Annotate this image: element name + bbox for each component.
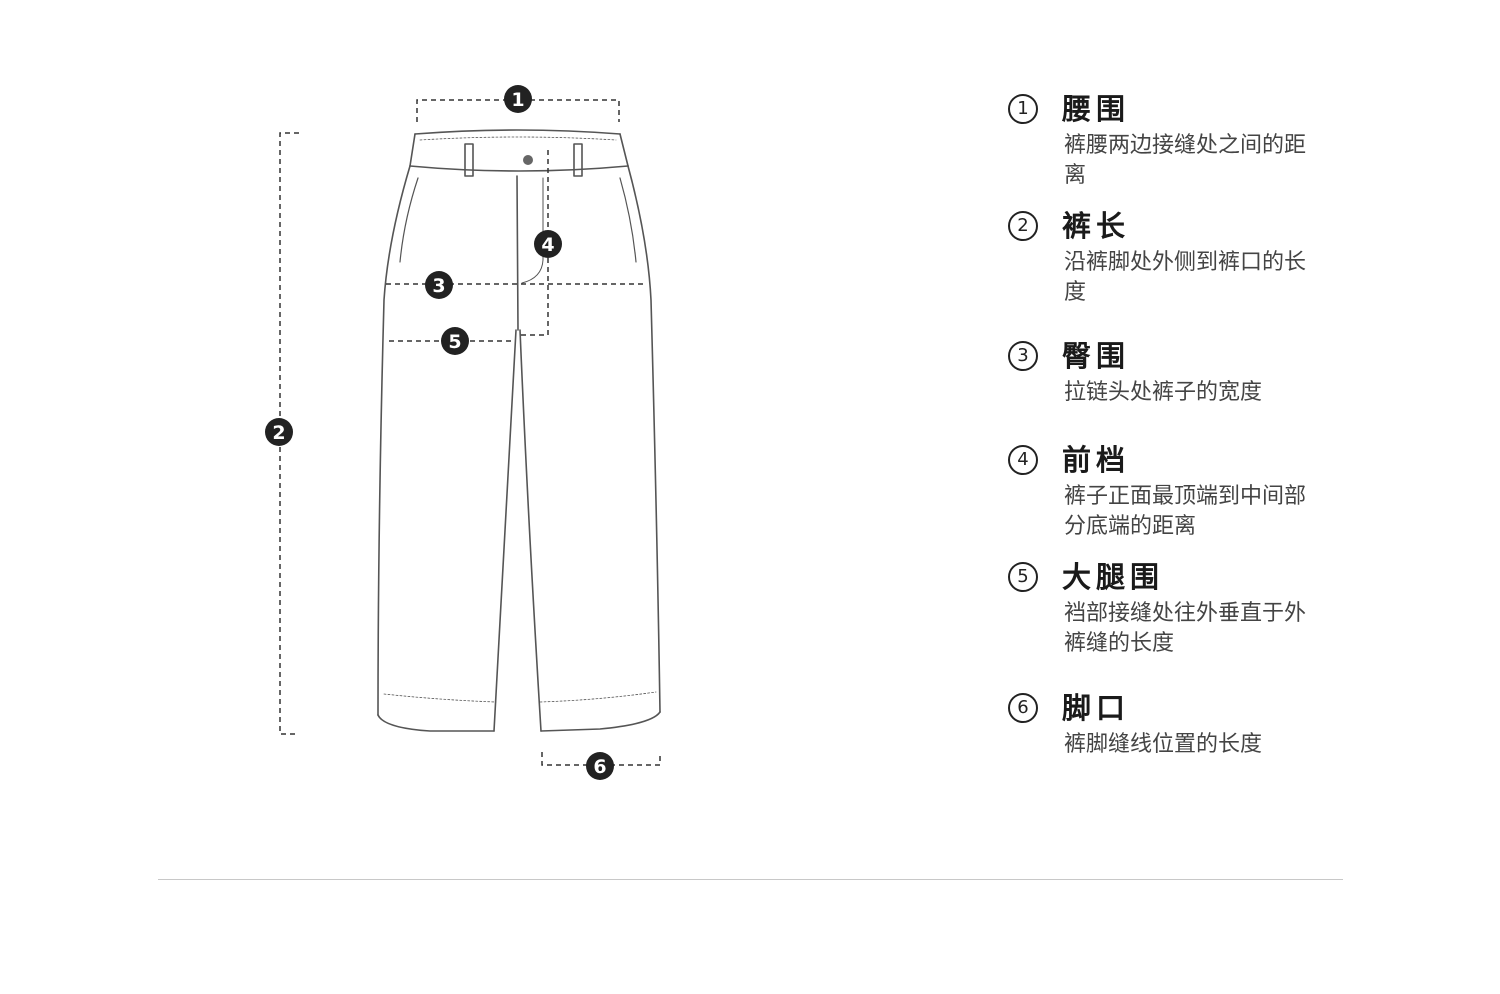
legend-item-length: 2 裤长 沿裤脚处外侧到裤口的长度 bbox=[1008, 208, 1328, 308]
legend-desc-length: 沿裤脚处外侧到裤口的长度 bbox=[1064, 250, 1307, 305]
waistband-stitch bbox=[419, 136, 617, 141]
belt-loop-right bbox=[573, 143, 583, 177]
measurement-guides bbox=[279, 99, 661, 766]
legend-item-thigh: 5 大腿围 裆部接缝处往外垂直于外裤缝的长度 bbox=[1008, 559, 1328, 659]
waistband-right-end bbox=[619, 133, 629, 167]
legend-number-3: 3 bbox=[1008, 341, 1038, 371]
left-hem-stitch bbox=[383, 693, 497, 703]
fly-stitch bbox=[521, 177, 544, 284]
belt-loop-left bbox=[464, 143, 474, 177]
left-leg-inseam bbox=[493, 329, 517, 732]
legend-title-length: 裤长 bbox=[1062, 209, 1131, 243]
marker-5: 5 bbox=[441, 327, 469, 355]
left-front-pocket bbox=[399, 177, 419, 263]
legend-title-hip: 臀围 bbox=[1062, 339, 1131, 373]
legend-number-6: 6 bbox=[1008, 693, 1038, 723]
right-hem-stitch bbox=[539, 691, 657, 703]
waist-button bbox=[523, 155, 533, 165]
right-leg-inseam bbox=[519, 329, 542, 732]
legend-desc-thigh: 裆部接缝处往外垂直于外裤缝的长度 bbox=[1064, 601, 1307, 656]
legend-title-front-rise: 前档 bbox=[1062, 443, 1131, 477]
legend-desc-front-rise: 裤子正面最顶端到中间部分底端的距离 bbox=[1064, 484, 1307, 539]
legend-number-1: 1 bbox=[1008, 94, 1038, 124]
legend-desc-waist: 裤腰两边接缝处之间的距离 bbox=[1064, 133, 1307, 188]
legend-desc-hip: 拉链头处裤子的宽度 bbox=[1064, 380, 1263, 405]
front-rise-guide-line bbox=[520, 150, 549, 336]
marker-4-label: 4 bbox=[541, 234, 554, 256]
marker-1: 1 bbox=[504, 85, 532, 113]
legend-item-hip: 3 臀围 拉链头处裤子的宽度 bbox=[1008, 338, 1328, 408]
legend-number-4: 4 bbox=[1008, 445, 1038, 475]
marker-6-label: 6 bbox=[593, 756, 606, 778]
legend-heading: 5 大腿围 bbox=[1008, 559, 1328, 595]
legend-title-leg-opening: 脚口 bbox=[1062, 691, 1131, 725]
marker-6: 6 bbox=[586, 752, 614, 780]
bottom-divider bbox=[158, 879, 1343, 880]
waist-guide-line bbox=[416, 99, 620, 122]
legend-title-thigh: 大腿围 bbox=[1062, 560, 1165, 594]
marker-3: 3 bbox=[425, 271, 453, 299]
legend-heading: 2 裤长 bbox=[1008, 208, 1328, 244]
marker-4: 4 bbox=[534, 230, 562, 258]
legend-heading: 6 脚口 bbox=[1008, 690, 1328, 726]
legend-title-waist: 腰围 bbox=[1062, 92, 1131, 126]
pants-left-outer-seam bbox=[377, 165, 411, 716]
marker-5-label: 5 bbox=[448, 331, 461, 353]
marker-5-badge bbox=[441, 327, 469, 355]
marker-2-label: 2 bbox=[272, 422, 285, 444]
pants-illustration bbox=[377, 129, 661, 732]
waistband-top-edge bbox=[414, 129, 621, 135]
legend-item-waist: 1 腰围 裤腰两边接缝处之间的距离 bbox=[1008, 91, 1328, 191]
marker-1-badge bbox=[504, 85, 532, 113]
legend-desc-leg-opening: 裤脚缝线位置的长度 bbox=[1064, 732, 1263, 757]
marker-3-label: 3 bbox=[432, 275, 445, 297]
legend-heading: 3 臀围 bbox=[1008, 338, 1328, 374]
legend-item-leg-opening: 6 脚口 裤脚缝线位置的长度 bbox=[1008, 690, 1328, 760]
marker-1-label: 1 bbox=[511, 89, 524, 111]
left-leg-hem bbox=[377, 714, 495, 732]
waistband-lower-edge bbox=[409, 165, 629, 172]
legend-number-5: 5 bbox=[1008, 562, 1038, 592]
fly-front-edge bbox=[516, 175, 519, 331]
marker-4-badge bbox=[534, 230, 562, 258]
marker-2-badge bbox=[265, 418, 293, 446]
waistband-left-end bbox=[409, 133, 416, 167]
legend-heading: 1 腰围 bbox=[1008, 91, 1328, 127]
marker-6-badge bbox=[586, 752, 614, 780]
marker-2: 2 bbox=[265, 418, 293, 446]
marker-3-badge bbox=[425, 271, 453, 299]
legend-item-front-rise: 4 前档 裤子正面最顶端到中间部分底端的距离 bbox=[1008, 442, 1328, 542]
right-front-pocket bbox=[619, 177, 637, 263]
legend-heading: 4 前档 bbox=[1008, 442, 1328, 478]
right-leg-hem bbox=[540, 711, 661, 732]
pants-right-outer-seam bbox=[627, 165, 661, 713]
legend-number-2: 2 bbox=[1008, 211, 1038, 241]
